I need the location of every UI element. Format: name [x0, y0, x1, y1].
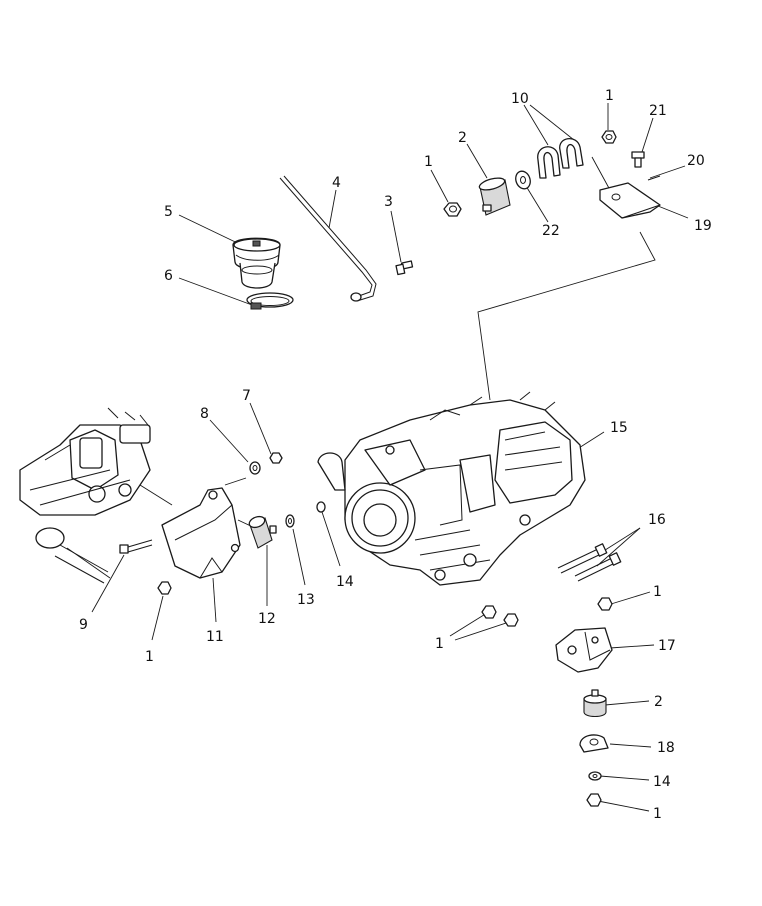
- nut-part-1-right: [597, 597, 613, 611]
- callout-numbers: 1 21 20 19 10 22 2 1 3 4 5 6 7 8 15 16 1…: [79, 88, 712, 822]
- callout-15: 15: [610, 420, 628, 436]
- nuts-part-1-center: [481, 605, 519, 627]
- callout-17: 17: [658, 638, 676, 654]
- hose-clamp-part-6: [246, 292, 294, 310]
- rubber-mount-part-2-top: [478, 177, 511, 216]
- nut-part-7: [269, 452, 283, 464]
- callout-9: 9: [79, 617, 88, 633]
- callout-3: 3: [384, 194, 393, 210]
- u-shims-part-10: [537, 138, 584, 179]
- bolt-part-3: [395, 260, 414, 276]
- washer-part-13: [285, 514, 295, 528]
- callout-1-right: 1: [653, 584, 662, 600]
- callout-13: 13: [297, 592, 315, 608]
- callout-11: 11: [206, 629, 224, 645]
- callout-8: 8: [200, 406, 209, 422]
- washer-part-14-bottom: [588, 771, 602, 781]
- rubber-mount-part-2-bottom: [583, 689, 607, 718]
- pin-part-20: [647, 175, 661, 181]
- callout-14-bottom: 14: [653, 774, 671, 790]
- engine-part-15: [317, 391, 586, 586]
- washer-part-8: [249, 461, 261, 475]
- callout-22: 22: [542, 223, 560, 239]
- callout-10: 10: [511, 91, 529, 107]
- rear-frame-assembly: [19, 407, 151, 584]
- breather-rod-part-4: [279, 175, 377, 302]
- plate-part-18: [579, 734, 609, 753]
- bolts-part-16: [557, 543, 622, 582]
- callout-6: 6: [164, 268, 173, 284]
- mount-bracket-part-11: [161, 487, 241, 579]
- nut-part-1-bottom: [586, 793, 602, 807]
- leader-lines: [66, 103, 689, 812]
- washer-part-14-mid: [316, 501, 326, 513]
- callout-19: 19: [694, 218, 712, 234]
- callout-1-top-left: 1: [424, 154, 433, 170]
- callout-7: 7: [242, 388, 251, 404]
- callout-4: 4: [332, 175, 341, 191]
- bolt-part-9: [119, 539, 153, 554]
- callout-2-bottom: 2: [654, 694, 663, 710]
- bracket-part-19: [599, 182, 661, 219]
- callout-1-center: 1: [435, 636, 444, 652]
- nut-part-1-left: [157, 581, 172, 595]
- callout-2-top: 2: [458, 130, 467, 146]
- rubber-mount-part-12: [248, 515, 277, 549]
- nut-part-1-top-right: [601, 130, 617, 144]
- washer-part-22: [515, 170, 531, 190]
- intake-boot-part-5: [232, 237, 281, 289]
- callout-1-top-right: 1: [605, 88, 614, 104]
- nut-part-1-top-left: [443, 202, 462, 217]
- callout-14-mid: 14: [336, 574, 354, 590]
- callout-20: 20: [687, 153, 705, 169]
- bolt-part-21: [631, 151, 645, 168]
- callout-12: 12: [258, 611, 276, 627]
- callout-5: 5: [164, 204, 173, 220]
- bracket-part-17: [555, 627, 613, 673]
- callout-18: 18: [657, 740, 675, 756]
- callout-1-bottom: 1: [653, 806, 662, 822]
- callout-16: 16: [648, 512, 666, 528]
- callout-1-left: 1: [145, 649, 154, 665]
- callout-21: 21: [649, 103, 667, 119]
